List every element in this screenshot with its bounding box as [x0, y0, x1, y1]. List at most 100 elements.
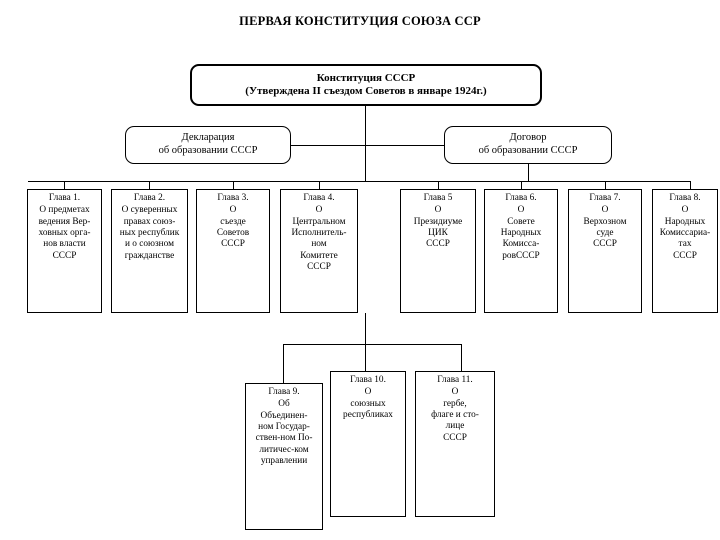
chapter-header: Глава 7.: [589, 193, 621, 203]
chapter-body-line: съезде: [220, 216, 246, 227]
chapter-body-line: Советов: [216, 227, 250, 238]
chapter-body-line: О: [517, 205, 525, 216]
connector-lower-down: [365, 313, 367, 345]
connector-level2-bus: [291, 145, 444, 147]
chapter-body-line: Исполнитель-: [291, 227, 347, 238]
connector-drop-chapter-10: [365, 344, 367, 371]
connector-drop-chapter-9: [283, 344, 285, 384]
chapter-body-line: Объединен-: [260, 410, 308, 421]
chapter-body-line: ведения Вер-: [38, 216, 91, 227]
chapter-body-line: ровСССР: [502, 250, 540, 261]
chapter-body-line: суде: [596, 227, 614, 238]
chapter-body-line: СССР: [221, 239, 245, 250]
connector-drop-chapter-5: [438, 181, 440, 190]
chapter-body-line: Комисса-: [502, 239, 540, 250]
declaration-line-2: об образовании СССР: [158, 145, 258, 156]
treaty-line-2: об образовании СССР: [478, 145, 578, 156]
chapter-body-line: СССР: [307, 261, 331, 272]
connector-mid-down: [365, 146, 367, 182]
chapter-body-line: Комиссариа-: [659, 227, 711, 238]
chapter-body-line: СССР: [673, 250, 697, 261]
chapter-body-line: ном Государ-: [258, 421, 310, 432]
chapter-body-line: О: [681, 205, 689, 216]
chapter-body-line: СССР: [52, 250, 77, 261]
chapter-body-line: гражданстве: [124, 250, 175, 261]
connector-drop-chapter-1: [64, 181, 66, 190]
node-declaration[interactable]: Декларация об образовании СССР: [125, 126, 291, 164]
chapter-header: Глава 3.: [217, 193, 249, 203]
connector-drop-chapter-3: [233, 181, 235, 190]
chapter-header: Глава 9.: [268, 387, 300, 397]
chapter-body-line: ствен-ном По-: [255, 433, 313, 444]
chapter-body-line: Совете: [507, 216, 535, 227]
chapter-header: Глава 1.: [48, 193, 81, 203]
chapter-body-line: флаге и сто-: [431, 409, 479, 420]
chapter-body-line: республиках: [343, 409, 393, 420]
chapter-body-line: О: [451, 387, 459, 398]
chapter-header: Глава 4.: [303, 193, 335, 203]
chapter-body-line: Центральном: [292, 216, 346, 227]
chapter-body-line: литичес-ком: [259, 444, 309, 455]
node-constitution-root[interactable]: Конституция СССР (Утверждена II съездом …: [190, 64, 542, 106]
chapter-body-line: управлении: [260, 455, 308, 466]
chapter-body-line: ЦИК: [428, 227, 448, 238]
chapter-body-line: правах союз-: [123, 216, 176, 227]
chapter-body-line: Об: [278, 399, 290, 410]
connector-lower-bus: [283, 344, 462, 346]
chapter-body-line: союзных: [350, 398, 386, 409]
chapter-body-line: гербе,: [443, 398, 467, 409]
chapter-body-line: лице: [445, 421, 465, 432]
chapter-body-line: О предметах: [39, 205, 90, 216]
root-line-1: Конституция СССР: [316, 71, 416, 84]
chapter-body-line: О: [601, 205, 609, 216]
connector-drop-chapter-6: [521, 181, 523, 190]
chapter-body-line: СССР: [443, 432, 467, 443]
chapter-body-line: ховных орга-: [38, 227, 91, 238]
chapter-body-line: Комитете: [300, 250, 338, 261]
connector-chapters-bus-right: [365, 181, 691, 183]
node-treaty[interactable]: Договор об образовании СССР: [444, 126, 612, 164]
page-title: ПЕРВАЯ КОНСТИТУЦИЯ СОЮЗА ССР: [239, 14, 481, 28]
connector-root-down: [365, 106, 367, 146]
chapter-body-line: тах: [678, 239, 692, 250]
connector-treaty-down: [528, 164, 530, 182]
chapter-header: Глава 6.: [505, 193, 537, 203]
chapter-body-line: О: [364, 387, 372, 398]
chapter-body-line: нов власти: [43, 239, 86, 250]
chapter-header: Глава 11.: [437, 375, 473, 385]
chapter-body-line: Народных: [664, 216, 706, 227]
connector-drop-chapter-11: [461, 344, 463, 371]
chapter-body-line: О суверенных: [121, 205, 178, 216]
connector-drop-chapter-4: [319, 181, 321, 190]
treaty-line-1: Договор: [509, 132, 547, 144]
chapter-body-line: ном: [311, 239, 327, 250]
root-line-2: (Утверждена II съездом Советов в январе …: [245, 85, 487, 97]
chapter-header: Глава 8.: [669, 193, 701, 203]
connector-chapters-bus-left: [28, 181, 366, 183]
declaration-line-1: Декларация: [181, 132, 235, 144]
connector-drop-chapter-7: [605, 181, 607, 190]
chapter-body-line: СССР: [426, 239, 450, 250]
chapter-header: Глава 10.: [350, 375, 386, 385]
chapter-body-line: О: [315, 205, 323, 216]
connector-drop-chapter-8: [690, 181, 692, 190]
chapter-header: Глава 2.: [133, 193, 166, 203]
chapter-body-line: Президиуме: [413, 216, 463, 227]
chapter-body-line: О: [434, 205, 442, 216]
chapter-body-line: СССР: [593, 239, 617, 250]
chapter-body-line: ных республик: [119, 227, 180, 238]
chapter-body-line: Народных: [500, 227, 542, 238]
chapter-body-line: и о союзном: [125, 239, 174, 250]
